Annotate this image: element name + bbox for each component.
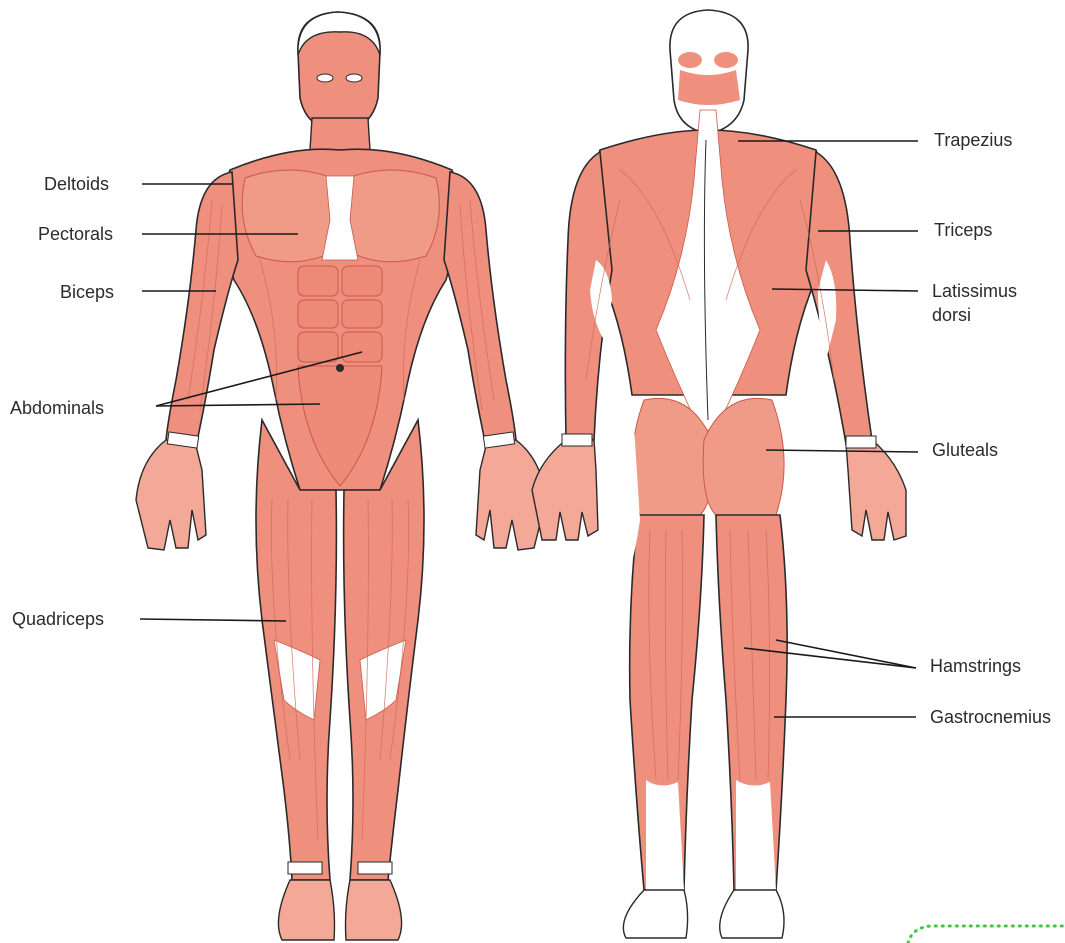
front-left-foot xyxy=(278,880,334,940)
front-right-foot xyxy=(346,880,402,940)
front-figure xyxy=(136,12,546,940)
label-triceps: Triceps xyxy=(934,218,992,242)
label-latissimus-dorsi: Latissimus dorsi xyxy=(932,279,1042,327)
label-quadriceps: Quadriceps xyxy=(12,607,104,631)
label-deltoids: Deltoids xyxy=(44,172,109,196)
back-right-arm xyxy=(806,152,872,444)
leader-gluteals xyxy=(766,450,918,452)
back-right-foot xyxy=(720,890,784,938)
back-right-hand xyxy=(846,440,906,540)
label-hamstrings: Hamstrings xyxy=(930,654,1021,678)
label-abdominals: Abdominals xyxy=(10,396,104,420)
front-pectorals xyxy=(242,170,336,262)
label-gluteals: Gluteals xyxy=(932,438,998,462)
front-left-hand xyxy=(136,440,206,550)
label-gastrocnemius: Gastrocnemius xyxy=(930,705,1051,729)
back-figure xyxy=(532,10,906,938)
back-left-hand xyxy=(532,440,598,540)
front-neck xyxy=(310,118,370,150)
back-left-foot xyxy=(623,890,687,938)
label-trapezius: Trapezius xyxy=(934,128,1012,152)
dotted-corner xyxy=(908,926,1065,943)
front-right-arm xyxy=(444,172,516,446)
label-biceps: Biceps xyxy=(60,280,114,304)
label-pectorals: Pectorals xyxy=(38,222,113,246)
